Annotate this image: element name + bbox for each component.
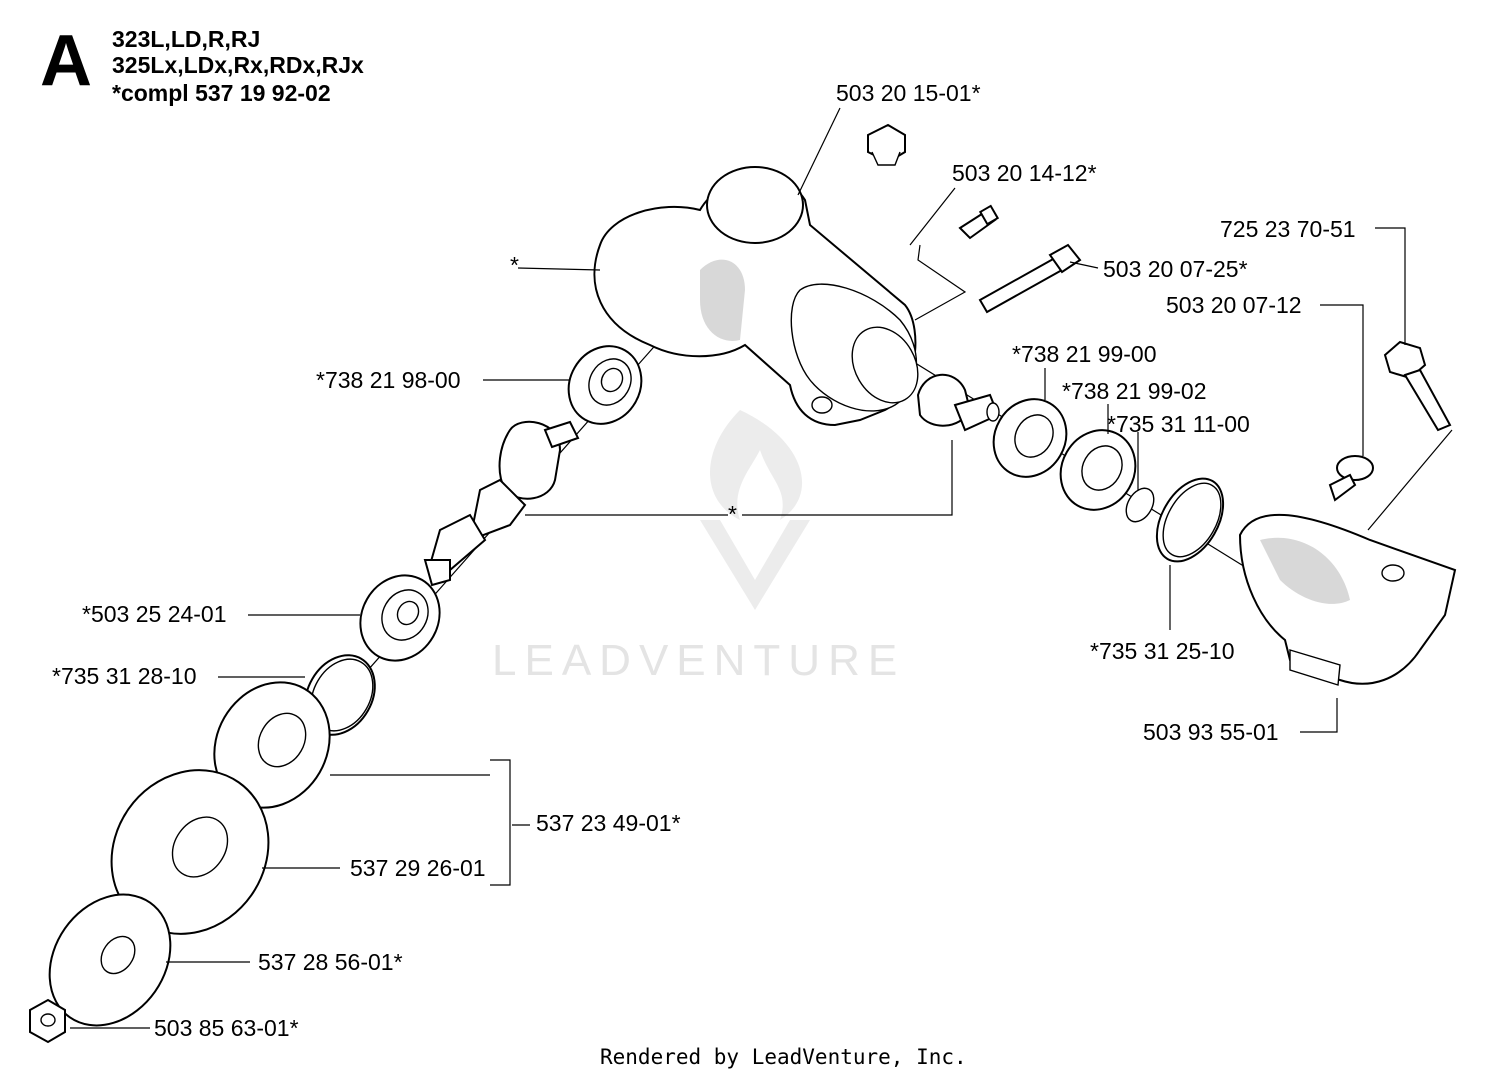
long-bolt [978, 243, 1082, 314]
gear-housing [593, 166, 919, 427]
label-503-20-07-12: 503 20 07-12 [1166, 292, 1302, 318]
label-738-21-98-00: *738 21 98-00 [316, 367, 461, 393]
label-503-85-63-01: 503 85 63-01* [154, 1015, 299, 1041]
label-725-23-70-51: 725 23 70-51 [1220, 216, 1356, 242]
support-washer [110, 769, 270, 935]
plug-screw [867, 123, 906, 166]
guard-screw-short [1328, 455, 1374, 502]
label-738-21-99-02: *738 21 99-02 [1062, 378, 1207, 404]
label-503-93-55-01: 503 93 55-01 [1143, 719, 1279, 745]
label-503-20-07-25: 503 20 07-25* [1103, 256, 1248, 282]
label-537-29-26-01: 537 29 26-01 [350, 855, 486, 881]
label-537-28-56-01: 537 28 56-01* [258, 949, 403, 975]
label-537-23-49-01: 537 23 49-01* [536, 810, 681, 836]
bearing-lower [359, 574, 441, 662]
watermark-v-icon [700, 520, 810, 610]
part-labels: 503 20 15-01* 503 20 14-12* 503 20 07-25… [52, 80, 1356, 1041]
lock-washer [48, 893, 172, 1027]
bearing-pinion-2 [1059, 429, 1137, 511]
label-gear-set-asterisk: * [728, 501, 737, 527]
nut [29, 998, 66, 1044]
bearing-pinion-1 [992, 398, 1068, 478]
pinion-gear [916, 373, 1000, 432]
label-503-20-15-01: 503 20 15-01* [836, 80, 981, 106]
gear-shaft [423, 420, 580, 587]
models-line-2: 325Lx,LDx,Rx,RDx,RJx [112, 52, 364, 78]
label-735-31-11-00: *735 31 11-00 [1107, 411, 1250, 437]
watermark-text: LEADVENTURE [492, 636, 905, 685]
leader-lines [70, 107, 1453, 1029]
header: A 323L,LD,R,RJ 325Lx,LDx,Rx,RDx,RJx *com… [40, 21, 364, 106]
label-738-21-99-00: *738 21 99-00 [1012, 341, 1157, 367]
bearing-upper [567, 345, 643, 425]
models-line-1: 323L,LD,R,RJ [112, 26, 260, 52]
label-735-31-25-10: *735 31 25-10 [1090, 638, 1235, 664]
label-housing-asterisk: * [510, 252, 519, 278]
label-503-20-14-12: 503 20 14-12* [952, 160, 1097, 186]
small-screw [958, 204, 1000, 240]
guard [1238, 513, 1457, 686]
label-735-31-28-10: *735 31 28-10 [52, 663, 197, 689]
complete-note: *compl 537 19 92-02 [112, 80, 331, 106]
circlip-small [1125, 487, 1155, 523]
label-503-25-24-01: *503 25 24-01 [82, 601, 227, 627]
section-letter: A [40, 21, 92, 101]
footer-credit: Rendered by LeadVenture, Inc. [600, 1045, 967, 1069]
circlip-large [1155, 477, 1225, 563]
watermark: LEADVENTURE [492, 410, 905, 685]
guard-screw-long [1383, 340, 1452, 432]
watermark-flame-icon [710, 410, 803, 520]
